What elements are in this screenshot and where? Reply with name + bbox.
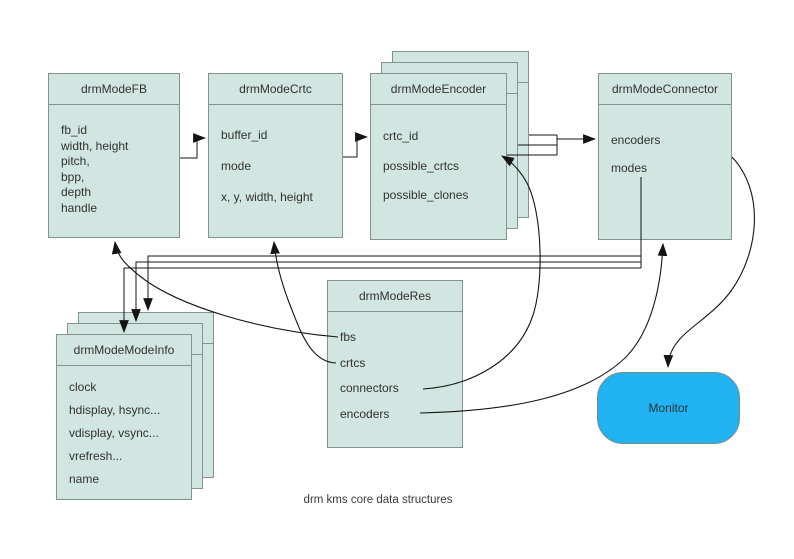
field: x, y, width, height (221, 190, 313, 204)
field: possible_crtcs (383, 158, 460, 173)
field: modes (611, 161, 648, 175)
field: possible_clones (383, 188, 469, 202)
node-drmmoderes: drmModeRes fbs crtcs connectors encoders (327, 280, 463, 448)
node-fields: crtc_id possible_crtcs possible_clones (371, 105, 506, 211)
node-drmmodeencoder: drmModeEncoder crtc_id possible_crtcs po… (370, 73, 507, 240)
field: handle (61, 200, 98, 215)
field: depth (61, 185, 92, 199)
node-title: drmModeRes (328, 281, 462, 312)
node-title: drmModeConnector (599, 74, 731, 105)
node-drmmodefb: drmModeFB fb_id width, height pitch, bpp… (48, 73, 180, 238)
field: crtcs (340, 355, 366, 370)
monitor-label: Monitor (648, 401, 689, 415)
field: encoders (340, 406, 390, 421)
field: fbs (340, 330, 357, 344)
node-drmmodeconnector: drmModeConnector encoders modes (598, 73, 732, 240)
field: buffer_id (221, 128, 268, 142)
node-title: drmModeCrtc (209, 74, 342, 105)
field: connectors (340, 381, 399, 395)
edge-crtc-to-encoder (343, 132, 369, 158)
field: fb_id (61, 123, 88, 137)
field: mode (221, 159, 252, 173)
node-title: drmModeEncoder (371, 74, 506, 105)
field: width, height (61, 138, 129, 153)
node-drmmodemodeinfo: drmModeModeInfo clock hdisplay, hsync...… (56, 334, 192, 500)
node-fields: encoders modes (599, 105, 731, 182)
node-monitor: Monitor (597, 372, 740, 444)
node-fields: buffer_id mode x, y, width, height (209, 105, 342, 213)
field: crtc_id (383, 129, 419, 143)
node-fields: clock hdisplay, hsync... vdisplay, vsync… (57, 366, 191, 491)
field: vrefresh... (69, 449, 123, 463)
field: bpp, (61, 169, 85, 184)
field: encoders (611, 133, 661, 147)
node-title: drmModeModeInfo (57, 335, 191, 366)
node-fields: fb_id width, height pitch, bpp, depth ha… (49, 105, 179, 216)
field: hdisplay, hsync... (69, 403, 161, 417)
node-title: drmModeFB (49, 74, 179, 105)
field: pitch, (61, 154, 90, 168)
field: name (69, 472, 100, 486)
node-fields: fbs crtcs connectors encoders (328, 312, 462, 427)
field: vdisplay, vsync... (69, 426, 159, 440)
field: clock (69, 380, 97, 394)
diagram-caption: drm kms core data structures (303, 494, 453, 506)
edge-fb-to-crtc (180, 133, 207, 159)
node-drmmodecrtc: drmModeCrtc buffer_id mode x, y, width, … (208, 73, 343, 238)
